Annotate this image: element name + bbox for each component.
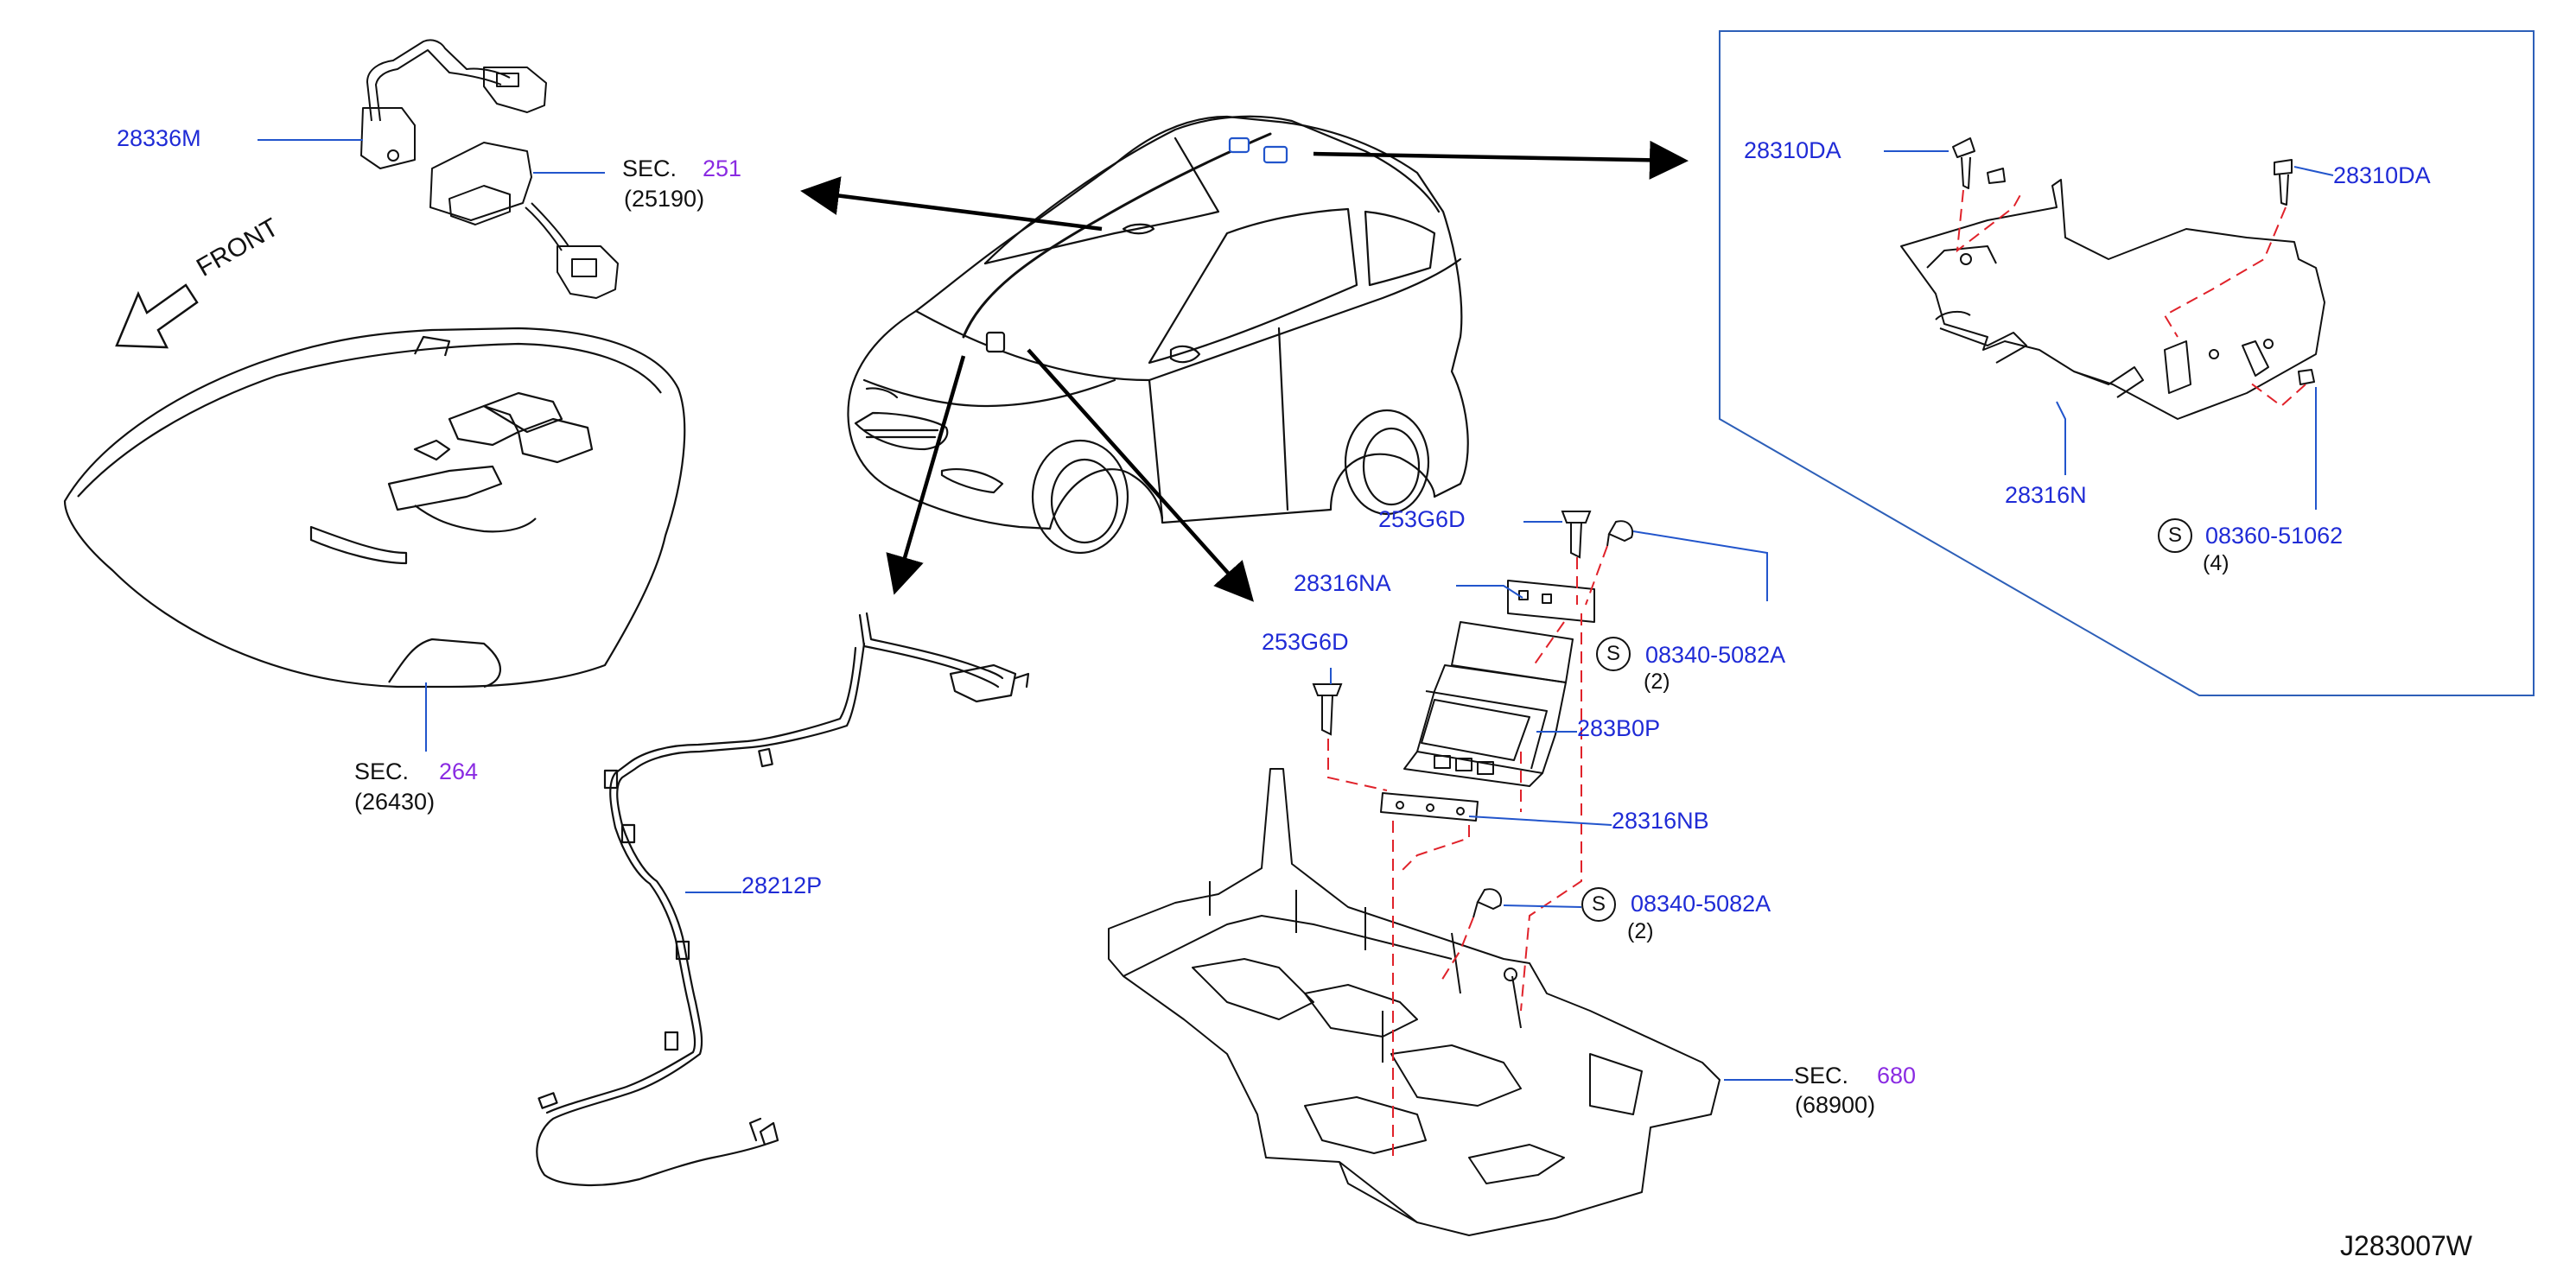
label-sec-680-prefix: SEC. xyxy=(1794,1063,1849,1088)
label-sec-264-prefix: SEC. xyxy=(354,758,410,784)
label-253G6D-top: 253G6D xyxy=(1378,506,1466,532)
tray-68900 xyxy=(1108,768,1721,1236)
inset-frame xyxy=(1719,30,2535,696)
label-sec-251-prefix: SEC. xyxy=(622,155,677,181)
label-28310DA-left: 28310DA xyxy=(1744,137,1841,163)
label-sec-264-ref: (26430) xyxy=(354,789,436,815)
label-sec-264-number: 264 xyxy=(439,758,479,784)
label-08340-5082A-top: 08340-5082A xyxy=(1645,642,1786,668)
harness-28212P xyxy=(536,612,1030,1187)
screws xyxy=(1312,511,1633,918)
label-28310DA-right: 28310DA xyxy=(2333,162,2431,188)
label-08340-qty-mid: (2) xyxy=(1627,919,1654,943)
map-lamp-harness xyxy=(360,39,619,299)
label-28316NA: 28316NA xyxy=(1294,570,1391,596)
label-28316NB: 28316NB xyxy=(1612,808,1709,834)
label-08360-qty: (4) xyxy=(2203,551,2229,575)
label-28336M: 28336M xyxy=(117,125,201,151)
pointer-arrows xyxy=(800,140,1689,602)
assembly-guide-lines xyxy=(1327,189,2306,1158)
diagram-id: J283007W xyxy=(2340,1230,2472,1261)
label-08340-qty-top: (2) xyxy=(1644,670,1670,694)
overhead-console xyxy=(63,327,686,689)
label-28212P: 28212P xyxy=(741,873,823,898)
label-sec-680-ref: (68900) xyxy=(1795,1092,1876,1118)
label-253G6D-left: 253G6D xyxy=(1262,629,1349,655)
front-direction-arrow-icon xyxy=(115,283,199,349)
label-sec-680-number: 680 xyxy=(1877,1063,1917,1088)
standard-part-symbol: S xyxy=(2158,518,2192,553)
leader-lines xyxy=(258,139,2334,1081)
label-sec-251-number: 251 xyxy=(703,155,742,181)
standard-part-symbol: S xyxy=(1596,637,1631,671)
control-module-283B0P xyxy=(1380,580,1595,822)
label-28316N: 28316N xyxy=(2005,482,2087,508)
label-08360-51062: 08360-51062 xyxy=(2205,523,2344,549)
label-08340-5082A-mid: 08340-5082A xyxy=(1631,891,1771,917)
vehicle-illustration xyxy=(847,115,1469,555)
standard-part-symbol: S xyxy=(1581,887,1616,922)
bracket-28316N xyxy=(1900,137,2325,420)
label-283B0P: 283B0P xyxy=(1577,715,1661,741)
label-sec-251-ref: (25190) xyxy=(624,186,705,212)
